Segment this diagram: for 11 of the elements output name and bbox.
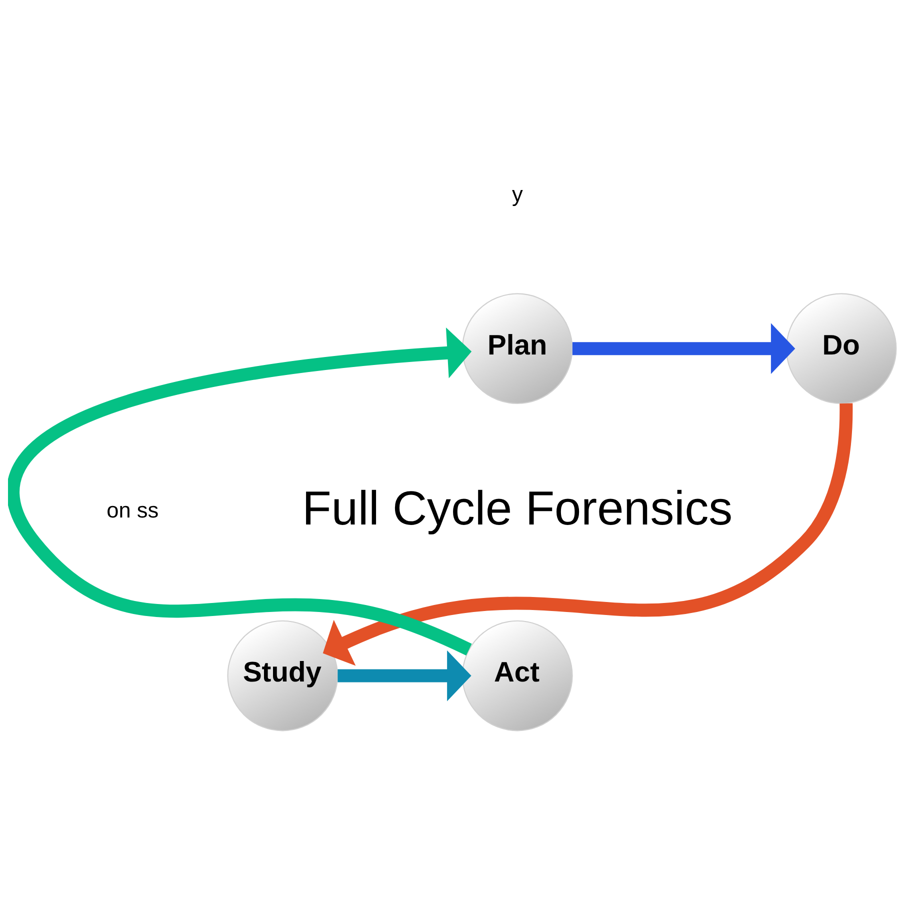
arrow	[8, 327, 472, 656]
node-circle: Plan	[462, 293, 573, 404]
label: y	[512, 181, 523, 206]
node-circle: Act	[462, 620, 573, 732]
label: on ss	[106, 498, 159, 523]
label: Full Cycle Forensics	[302, 482, 733, 536]
node-circle: Do	[786, 293, 897, 404]
arrow	[322, 403, 853, 666]
node-circle: Study	[227, 620, 338, 732]
arrow	[572, 323, 796, 374]
arrow	[338, 650, 472, 702]
